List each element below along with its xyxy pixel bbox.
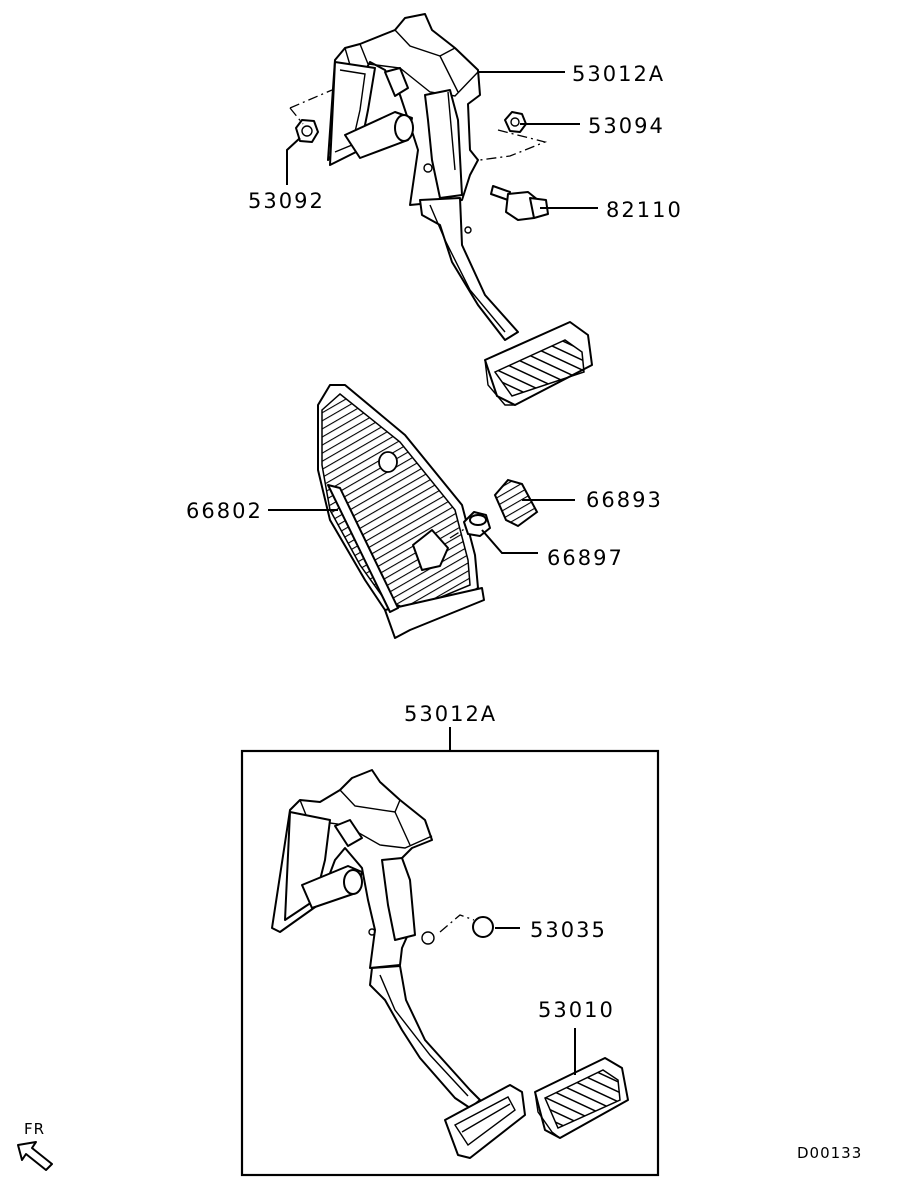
front-direction-label: FR [24,1120,45,1138]
nut-53094-icon [504,111,527,133]
callout-66802: 66802 [186,499,263,523]
figure-code: D00133 [797,1144,862,1162]
accelerator-pedal-66802-drawing [317,384,485,639]
brake-pedal-assembly-drawing [327,13,593,406]
callout-53012A-top: 53012A [572,62,665,86]
callout-66897: 66897 [547,546,624,570]
stopper-53035-icon [472,916,494,938]
callout-53010: 53010 [538,998,615,1022]
front-arrow-icon [17,1141,53,1171]
callout-53035: 53035 [530,918,607,942]
callout-53092: 53092 [248,189,325,213]
pedal-pad-53010-icon [534,1057,629,1139]
pedal-bracket-53012A-drawing [271,769,526,1159]
stopper-66897-icon [463,511,491,537]
stop-lamp-switch-82110-icon [490,185,549,221]
callout-82110: 82110 [606,198,683,222]
pad-66893-icon [493,478,539,528]
nut-53092-icon [295,119,319,143]
callout-53012A-box: 53012A [404,702,497,726]
callout-66893: 66893 [586,488,663,512]
callout-53094: 53094 [588,114,665,138]
